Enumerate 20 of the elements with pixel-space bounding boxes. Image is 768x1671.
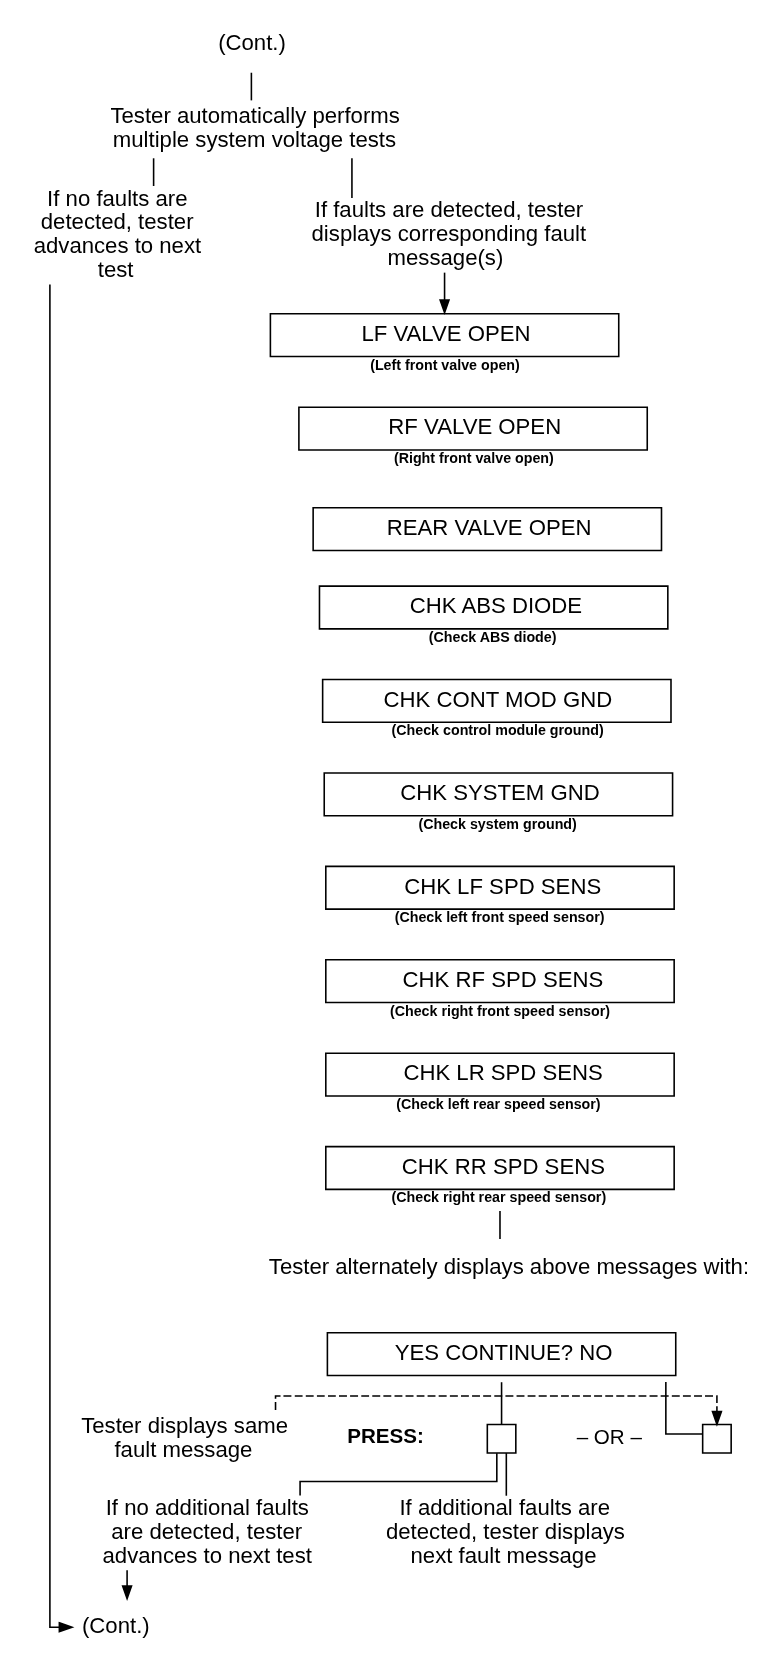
- node-text: Tester automatically performs multiple system voltage tests: [110, 103, 400, 153]
- node-text: Tester alternately displays above messages with:: [268, 1253, 750, 1279]
- node-label: (Check ABS diode): [428, 628, 557, 645]
- node-label: (Check left front speed sensor): [394, 909, 605, 926]
- node-text: If faults are detected, tester displays corresponding fault message(s): [311, 197, 587, 270]
- node-text: If no additional faults are detected, tester advances to next test: [102, 1495, 312, 1568]
- node-text: (Cont.): [218, 29, 286, 55]
- node-text: Tester displays same fault message: [81, 1412, 289, 1462]
- node-label: (Check system ground): [418, 815, 577, 832]
- node-label: (Check control module ground): [391, 722, 604, 739]
- node-label: (Check right front speed sensor): [389, 1002, 611, 1019]
- label: PRESS:: [347, 1423, 424, 1447]
- node-text: If no faults are detected, tester advances to next test: [33, 185, 202, 282]
- node-label: (Right front valve open): [393, 449, 554, 466]
- node-text: If additional faults are detected, tester displays next fault message: [385, 1495, 625, 1568]
- label: – OR –: [576, 1425, 642, 1449]
- node-label: (Check right rear speed sensor): [391, 1189, 607, 1206]
- node-label: (Check left rear speed sensor): [396, 1095, 601, 1112]
- node-text: (Cont.): [81, 1613, 150, 1639]
- node-label: (Left front valve open): [370, 356, 520, 373]
